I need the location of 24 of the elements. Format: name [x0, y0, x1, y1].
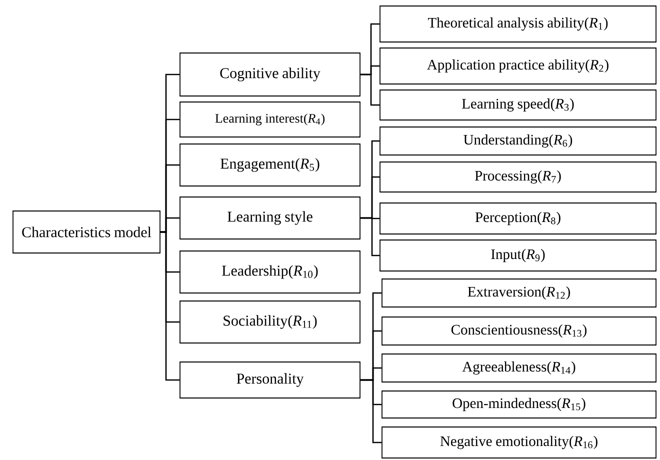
category-box: Learning interest(R$_{4}$) — [180, 102, 360, 138]
root-box: Characteristics model — [12, 210, 160, 254]
connector-line — [360, 74, 380, 106]
item-box: Understanding(R$_{6}$) — [380, 126, 656, 156]
item-box: Open-mindedness(R$_{15}$) — [382, 390, 656, 418]
item-box: Learning speed(R$_{3}$) — [380, 90, 656, 120]
category-box: Learning style — [180, 196, 360, 240]
category-box: Sociability(R$_{11}$) — [180, 300, 360, 344]
item-box: Conscientiousness(R$_{13}$) — [382, 316, 656, 346]
category-box: Engagement(R$_{5}$) — [180, 144, 360, 186]
connector-line — [160, 231, 180, 381]
item-box: Agreeableness(R$_{14}$) — [382, 354, 656, 382]
item-box: Application practice ability(R$_{2}$) — [380, 48, 656, 84]
category-box: Leadership(R$_{10}$) — [180, 250, 360, 294]
item-box: Processing(R$_{7}$) — [380, 162, 656, 192]
connector-line — [360, 379, 382, 444]
category-box: Personality — [180, 362, 360, 398]
item-box: Perception(R$_{8}$) — [380, 202, 656, 234]
item-box: Input(R$_{9}$) — [380, 240, 656, 272]
category-box: Cognitive ability — [180, 52, 360, 96]
connector-line — [360, 217, 380, 256]
item-box: Theoretical analysis ability(R$_{1}$) — [380, 6, 656, 42]
item-box: Negative emotionality(R$_{16}$) — [382, 426, 656, 458]
item-box: Extraversion(R$_{12}$) — [382, 278, 656, 308]
